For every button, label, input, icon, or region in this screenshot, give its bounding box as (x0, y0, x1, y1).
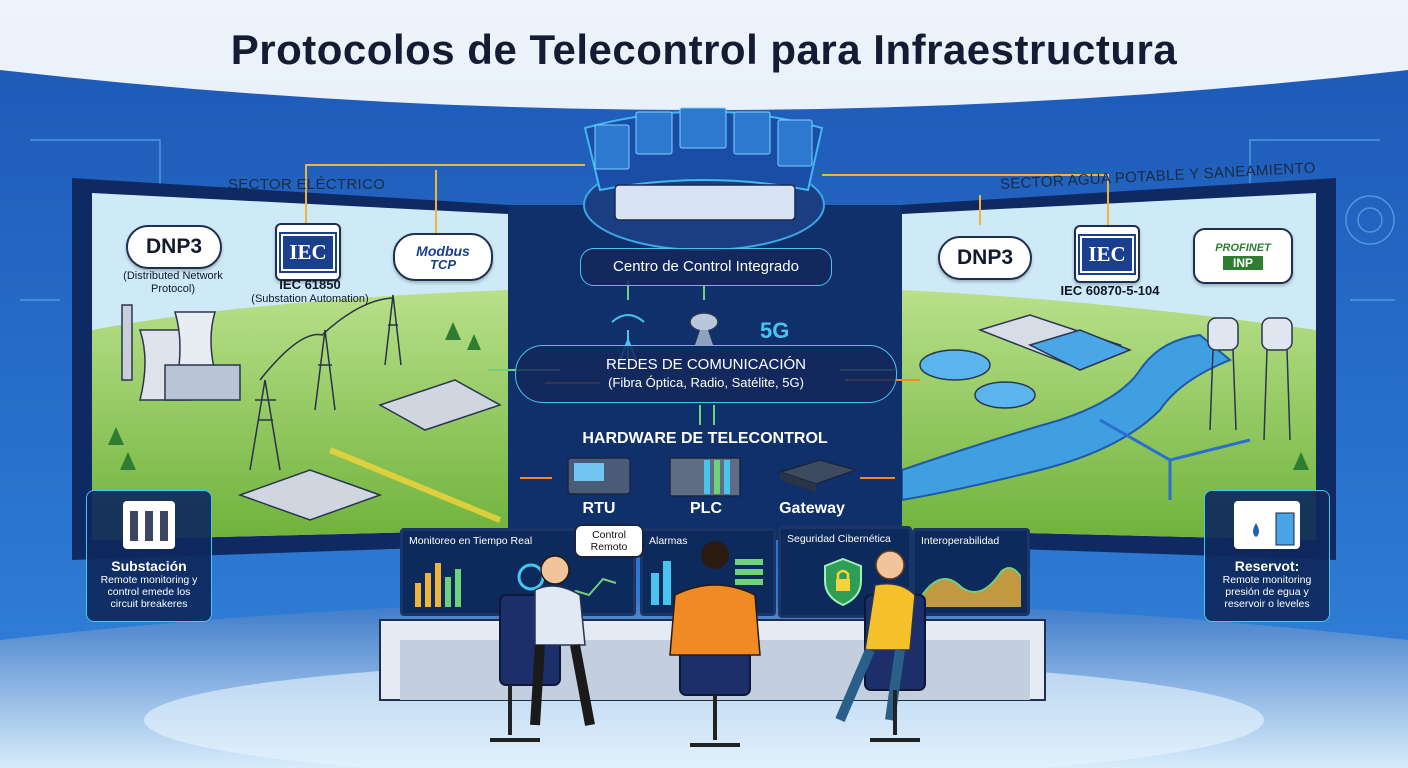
dnp3-badge-left: DNP3 (126, 225, 222, 269)
page-title: Protocolos de Telecontrol para Infraestr… (230, 26, 1178, 73)
plc-icon (669, 457, 741, 497)
interop-chart-icon (921, 567, 1021, 607)
monitor-security-title: Seguridad Cibernética (787, 533, 891, 545)
profinet-logo: PROFINET INP (1193, 228, 1293, 284)
iec-caption-left: IEC 61850 (Substation Automation) (240, 278, 380, 306)
dnp3-badge-right: DNP3 (938, 236, 1032, 280)
satellite-dish-icon (689, 312, 719, 345)
operator-icon (835, 550, 926, 742)
operator-icon (669, 541, 761, 747)
iec-logo-text-right: IEC (1078, 233, 1136, 275)
iec-logo-left: IEC (275, 223, 341, 281)
rtu-icon (567, 457, 631, 495)
left-sector-label: SECTOR ELÉCTRICO (228, 176, 386, 193)
network-box: REDES DE COMUNICACIÓN (Fibra Óptica, Rad… (515, 345, 897, 403)
alarms-chart-icon (651, 559, 763, 605)
iec-60870-name: IEC 60870-5-104 (1060, 283, 1160, 298)
network-5g-badge: 5G (760, 318, 790, 343)
dnp3-caption-left: (Distributed Network Protocol) (123, 270, 223, 295)
modbus-line2: TCP (430, 256, 456, 272)
reservoir-icon (1234, 501, 1300, 549)
gateway-label: Gateway (779, 500, 845, 517)
hardware-title: HARDWARE DE TELECONTROL (582, 430, 828, 447)
operator-icon (490, 555, 595, 742)
plc-label: PLC (690, 500, 722, 517)
control-center-label: Centro de Control Integrado (580, 248, 832, 286)
monitor-realtime-title: Monitoreo en Tiempo Real (409, 535, 533, 547)
network-title: REDES DE COMUNICACIÓN (605, 356, 807, 373)
reservoir-card: Reservot: Remote monitoring presión de e… (1204, 490, 1330, 622)
gateway-icon (777, 459, 859, 492)
substation-title: Substación (111, 558, 187, 574)
iec-logo-text: IEC (279, 231, 337, 273)
operators (490, 541, 926, 747)
water-tower-icon (1207, 317, 1293, 441)
reservoir-text: Remote monitoring presión de egua y rese… (1222, 574, 1312, 610)
iec-logo-right: IEC (1074, 225, 1140, 283)
monitor-alarms-title: Alarmas (649, 535, 688, 547)
modbus-line1: Modbus (416, 242, 470, 259)
control-remoto-bubble: Control Remoto (574, 524, 644, 558)
profinet-line2: INP (1222, 256, 1263, 270)
water-treatment-icon (919, 314, 1133, 409)
reservoir-title: Reservot: (1234, 558, 1300, 574)
shield-lock-icon (824, 557, 862, 607)
substation-card: Substación Remote monitoring y control e… (86, 490, 212, 622)
transmission-tower-icon (249, 294, 402, 471)
rtu-label: RTU (582, 500, 616, 517)
hardware-icons (567, 457, 859, 497)
substation-icon (123, 501, 175, 549)
power-plant-icon (121, 304, 241, 401)
modbus-tcp-logo: Modbus TCP (393, 233, 493, 281)
network-subtitle: (Fibra Óptica, Radio, Satélite, 5G) (608, 375, 804, 390)
monitor-interop-title: Interoperabilidad (921, 535, 1000, 547)
profinet-line1: PROFINET (1215, 242, 1271, 254)
iec-61850-caption: (Substation Automation) (251, 293, 369, 305)
monitor-interop: Interoperabilidad (912, 528, 1030, 616)
substation-text: Remote monitoring y control emede los ci… (100, 574, 198, 610)
iec-61850-name: IEC 61850 (279, 277, 341, 292)
